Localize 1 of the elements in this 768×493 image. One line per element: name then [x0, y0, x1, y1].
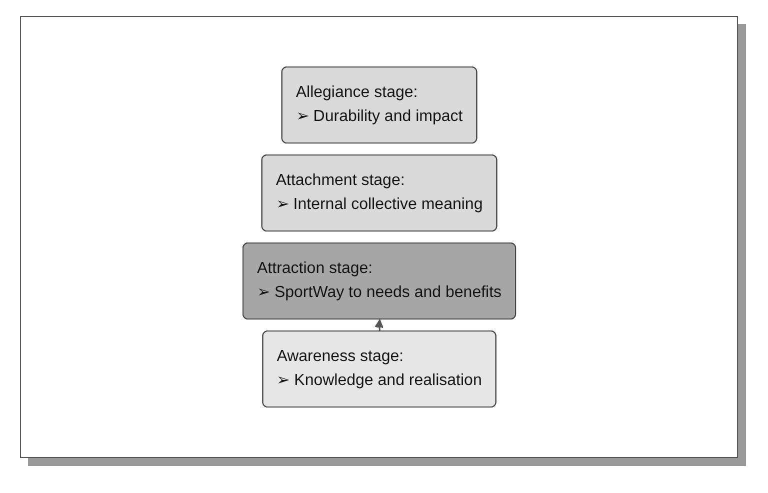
arrow	[374, 319, 384, 332]
